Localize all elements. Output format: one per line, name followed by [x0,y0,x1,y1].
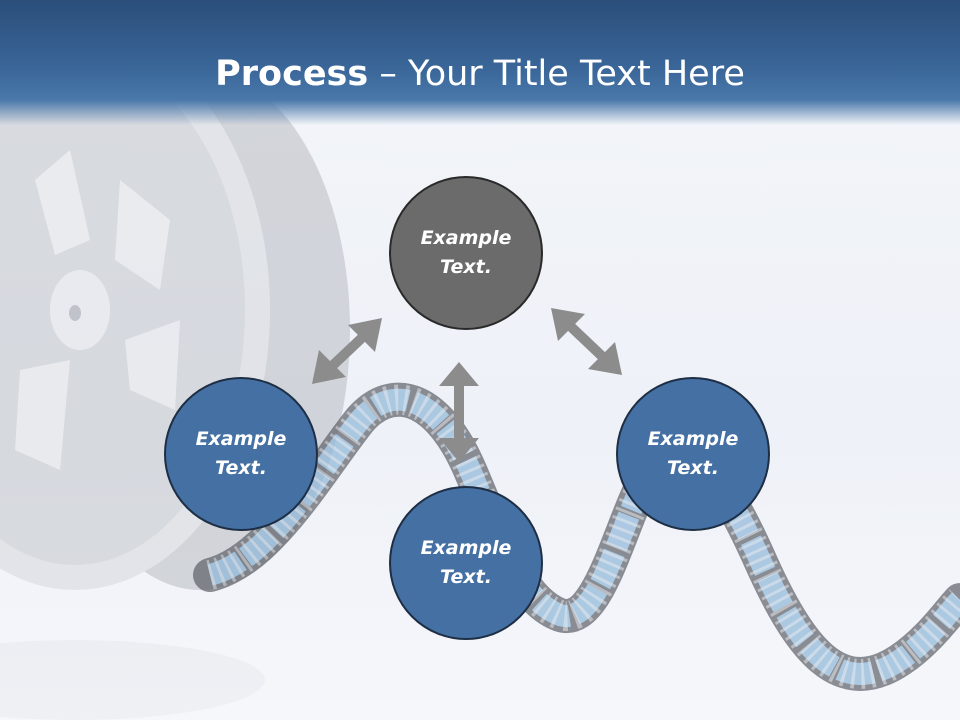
title-bold: Process [215,54,369,94]
node-label: Example Text. [647,428,739,479]
double-arrow-icon [551,308,622,375]
process-node-bottom: Example Text. [389,486,543,640]
title-rest: – Your Title Text Here [368,54,745,94]
double-arrow-icon [439,362,479,462]
film-strip-icon [193,382,960,691]
process-node-left: Example Text. [164,377,318,531]
node-label: Example Text. [420,537,512,588]
node-label: Example Text. [420,227,512,278]
process-node-top: Example Text. [389,176,543,330]
title-bar [0,0,960,125]
process-node-right: Example Text. [616,377,770,531]
slide-title: Process – Your Title Text Here [0,52,960,96]
double-arrow-icon [312,318,382,384]
node-label: Example Text. [195,428,287,479]
